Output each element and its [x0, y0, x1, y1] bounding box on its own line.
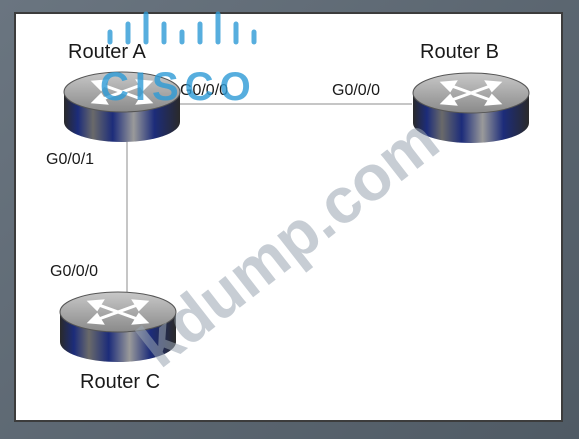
- router-b-label: Router B: [420, 41, 499, 63]
- router-a-port-g000: G0/0/0: [180, 82, 228, 99]
- router-c-port-g000: G0/0/0: [50, 263, 98, 280]
- router-a-label: Router A: [68, 41, 146, 63]
- router-a-port-g001: G0/0/1: [46, 151, 94, 168]
- cisco-logo-text: CISCO: [100, 65, 257, 109]
- router-c-label: Router C: [80, 371, 160, 393]
- cisco-logo-icon: [107, 11, 257, 45]
- watermark-site-text: kdump.com: [124, 103, 451, 381]
- router-b-icon: [411, 71, 531, 145]
- router-b-port-g000: G0/0/0: [332, 82, 380, 99]
